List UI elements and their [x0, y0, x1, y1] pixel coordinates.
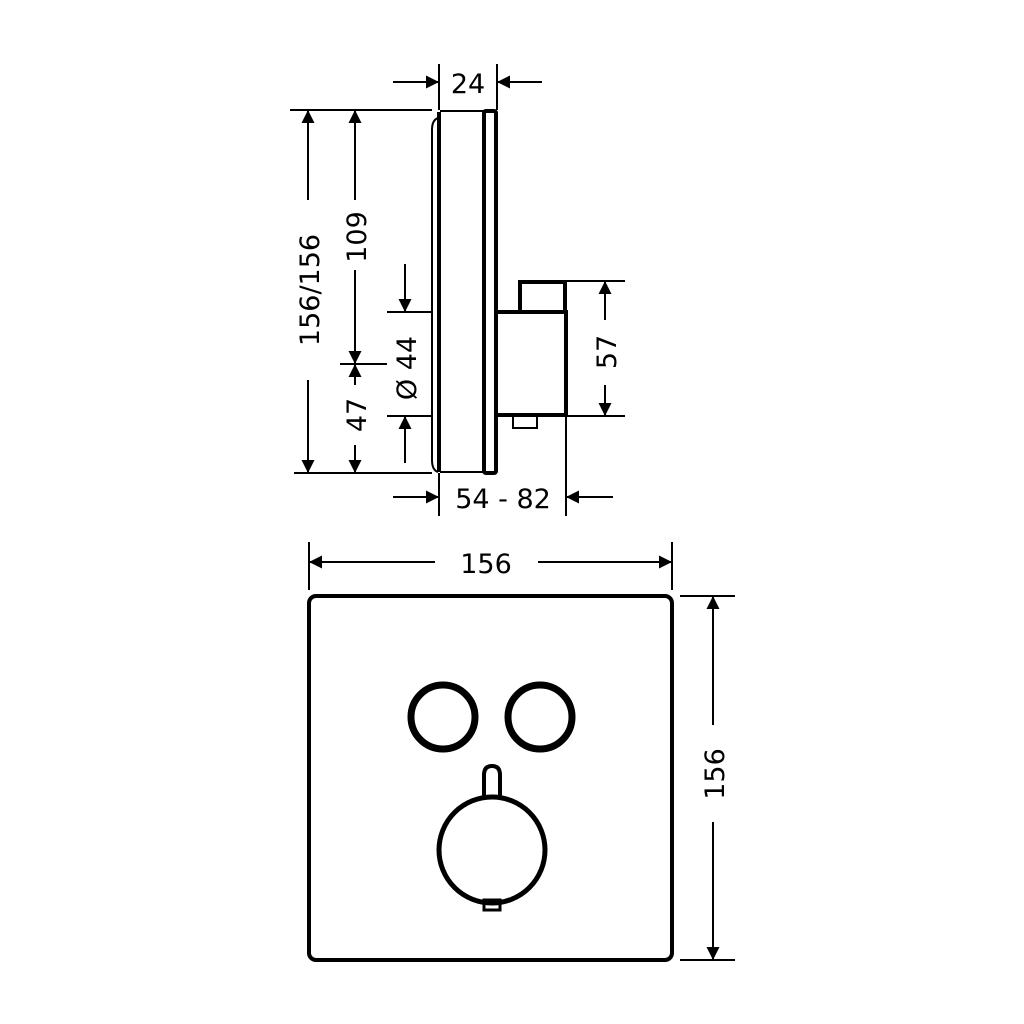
valve-body	[497, 280, 568, 429]
button-left	[407, 681, 479, 753]
dim-label-54-82: 54 - 82	[455, 484, 551, 515]
dimension-panel-depth: 24	[393, 64, 542, 110]
thermostat-dial	[436, 794, 548, 906]
button-right	[504, 681, 576, 753]
dimension-diameter: Ø 44	[392, 264, 423, 463]
dim-label-front-156-height: 156	[700, 748, 731, 800]
dimension-lower-height: 47	[342, 364, 373, 473]
dimension-body-height: 57	[592, 281, 623, 416]
dim-label-109: 109	[342, 211, 373, 263]
dimension-front-height: 156	[680, 595, 735, 961]
dim-label-47: 47	[342, 398, 373, 432]
dim-label-57: 57	[592, 335, 623, 369]
dial-indicator	[482, 763, 502, 799]
side-view: 24 156/156 109 47	[290, 64, 625, 516]
dial-bottom-nub	[482, 898, 502, 912]
side-panel	[431, 109, 498, 475]
dimension-upper-height: 109	[342, 110, 373, 364]
dim-label-front-156-width: 156	[460, 549, 512, 580]
dimension-install-depth: 54 - 82	[393, 416, 613, 516]
dimension-front-width: 156	[308, 542, 673, 590]
dimension-total-height: 156/156	[295, 110, 326, 473]
dim-label-156-156: 156/156	[295, 234, 326, 346]
front-view: 156 156	[307, 542, 735, 962]
front-panel	[307, 594, 674, 962]
dim-label-diameter-44: Ø 44	[392, 336, 423, 400]
dim-label-24: 24	[451, 69, 485, 100]
